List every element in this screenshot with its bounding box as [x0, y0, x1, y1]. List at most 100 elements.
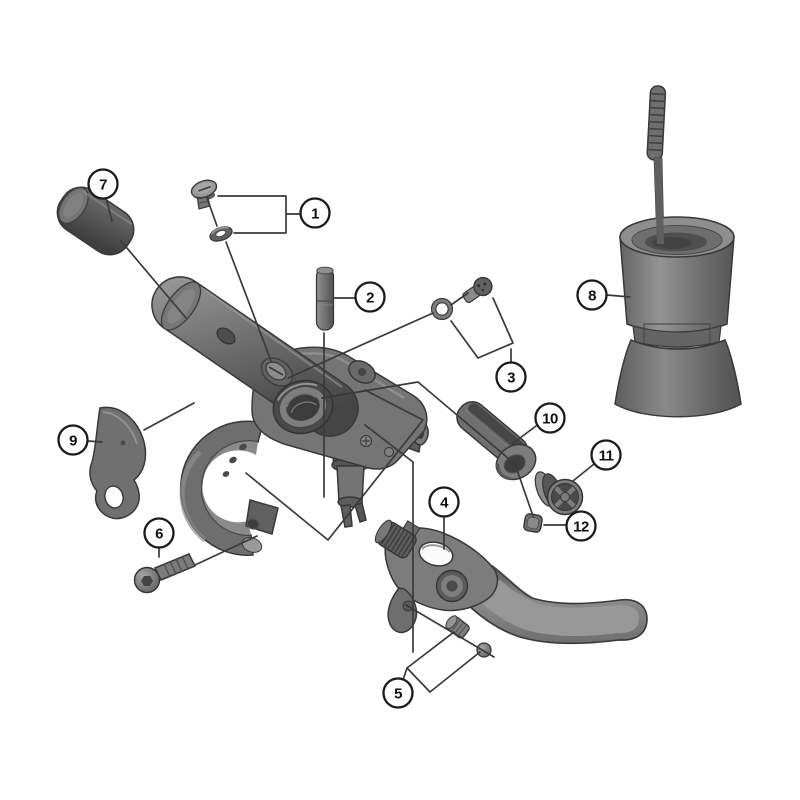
- callout-number: 3: [507, 370, 515, 387]
- line-9-to-body: [143, 402, 195, 431]
- head-dot-1: [477, 284, 481, 288]
- line-1-axis: [206, 197, 272, 362]
- callout-circle: [382, 677, 414, 709]
- body-cylinder-highlight: [204, 289, 343, 388]
- callout-6: 6: [143, 517, 175, 549]
- lever-blade-face: [479, 580, 639, 637]
- body-bump: [216, 327, 236, 345]
- line-dial-axis: [364, 424, 414, 653]
- body-funnel-port: [272, 379, 334, 435]
- callout-1: 1: [299, 197, 331, 229]
- callout-circle: [143, 517, 175, 549]
- part-master-cylinder-body: [151, 276, 429, 556]
- callout-2: 2: [354, 281, 386, 313]
- band-hook-highlight: [102, 411, 138, 445]
- callout-number: 4: [440, 495, 449, 512]
- lever-pivot-center: [446, 580, 458, 592]
- callout-12: 12: [565, 510, 597, 542]
- bolt-threads: [163, 555, 189, 578]
- callout-circle: [495, 361, 527, 393]
- body-clevis-prong-2: [354, 502, 367, 523]
- line-lever-zigzag: [245, 389, 424, 541]
- callout-circle: [576, 279, 608, 311]
- part-cover-screw-set: [190, 179, 233, 242]
- part-clamp-bolt: [133, 553, 197, 594]
- oring-outer-edge: [430, 297, 454, 321]
- part-bleed-funnel: [614, 85, 742, 418]
- head-dot-2: [483, 282, 487, 286]
- lever-blade-ridge: [491, 565, 533, 599]
- leader-lines: [87, 195, 631, 693]
- sleeve-trough: [467, 403, 526, 454]
- callout-circle: [590, 439, 622, 471]
- part-end-cap: [56, 186, 135, 256]
- callout-8: 8: [576, 279, 608, 311]
- callout-number: 7: [99, 177, 107, 194]
- part-grommet: [534, 471, 584, 516]
- line-6-axis: [194, 535, 258, 566]
- bracket-5: [402, 631, 481, 693]
- callout-3: 3: [495, 361, 527, 393]
- bolt-shaft: [153, 553, 197, 581]
- port-highlight: [276, 382, 318, 401]
- end-cap-highlight: [81, 189, 133, 226]
- screw-head-slot: [198, 185, 211, 192]
- callout-10: 10: [534, 402, 566, 434]
- callout-circle: [354, 281, 386, 313]
- band-hook-pinhole: [120, 440, 126, 446]
- oring: [431, 298, 453, 320]
- band-hole-3: [222, 471, 230, 477]
- end-cap-face-highlight: [63, 193, 84, 218]
- part-pin: [315, 266, 335, 331]
- body-screw-1-cross: [362, 437, 370, 445]
- pin-body: [315, 267, 335, 331]
- body-bleed-screw-slot: [268, 366, 284, 376]
- callout-7: 7: [87, 168, 119, 200]
- band-hook-body: [89, 406, 147, 520]
- sleeve-trough-edge: [464, 408, 522, 458]
- oring-inner-edge: [435, 302, 449, 316]
- band-hook-hole: [104, 485, 124, 509]
- callout-number: 12: [573, 519, 589, 536]
- washer-highlight: [210, 226, 229, 235]
- funnel-neck-tabs: [643, 323, 711, 349]
- callout-number: 5: [394, 686, 402, 703]
- callout-4: 4: [428, 486, 460, 518]
- part-nut: [523, 513, 543, 533]
- callout-number: 9: [69, 433, 77, 450]
- port-threads: [286, 393, 317, 414]
- dial-end: [374, 519, 393, 544]
- callout-number: 8: [588, 288, 596, 305]
- part-clamp-band-hook: [89, 406, 147, 520]
- leader-10: [511, 425, 537, 445]
- adjust-nut-end: [445, 615, 458, 630]
- body-screw-2: [384, 447, 394, 457]
- band-hole-1: [239, 443, 247, 451]
- callouts: 1 2 3 4 5 6 7 8: [57, 168, 622, 709]
- callout-number: 1: [311, 206, 319, 223]
- funnel-skirt: [614, 339, 742, 418]
- leader-8: [606, 294, 631, 298]
- callout-number: 11: [599, 448, 614, 465]
- callout-number: 10: [542, 411, 558, 428]
- lever-plate-hole-shade: [421, 544, 451, 553]
- sleeve-ring-shade: [496, 463, 511, 481]
- callout-circle: [299, 197, 331, 229]
- callout-circle: [565, 510, 597, 542]
- line-bore-axis: [321, 381, 534, 517]
- callout-circle: [428, 486, 460, 518]
- thread-ridges: [648, 92, 666, 152]
- callout-11: 11: [590, 439, 622, 471]
- bracket-3: [450, 297, 514, 363]
- lever-dial: [374, 519, 421, 559]
- body-bolt-hole: [246, 518, 260, 530]
- leader-11: [572, 463, 595, 482]
- bleed-screw-head: [473, 276, 493, 297]
- callout-circle: [87, 168, 119, 200]
- pin-top: [316, 266, 334, 275]
- leader-7: [105, 197, 113, 222]
- nut-face: [526, 516, 540, 530]
- body-knuckle-hole: [358, 368, 366, 376]
